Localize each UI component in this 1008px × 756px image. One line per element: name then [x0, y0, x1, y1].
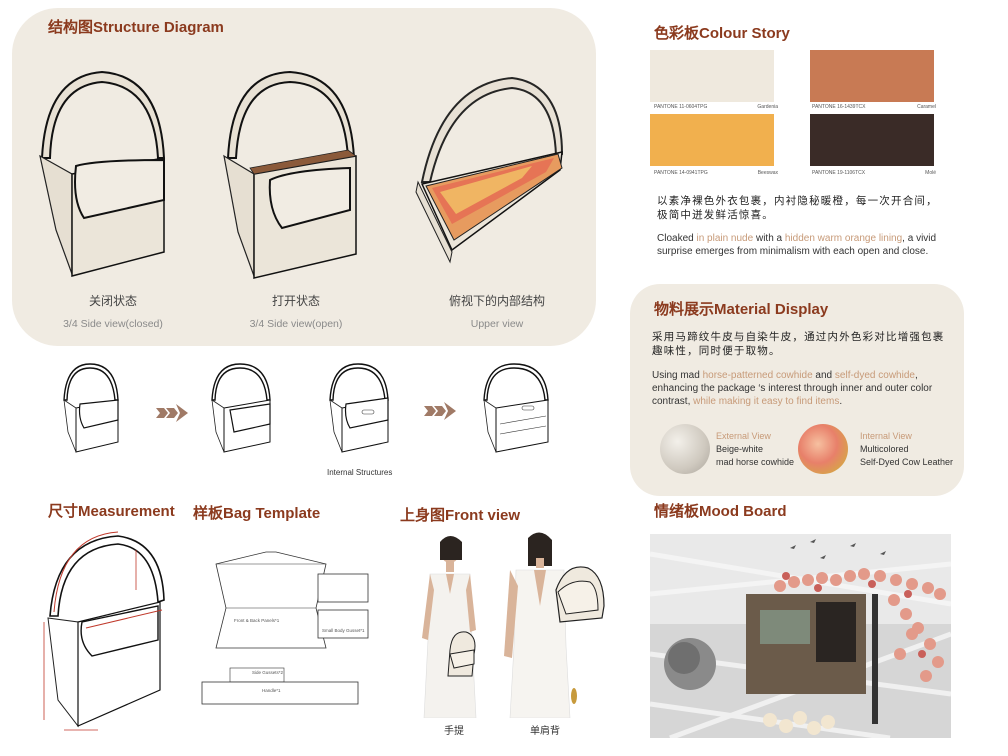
external-leather-swatch [660, 424, 710, 474]
material-cn-text: 采用马蹄纹牛皮与自染牛皮，通过内外色彩对比增强包裹趣味性，同时便于取物。 [652, 331, 945, 357]
mood-board-collage [650, 534, 951, 738]
internal-sketch-2 [211, 363, 271, 453]
internal-view-label: Internal View Multicolored Self-Dyed Cow… [860, 431, 954, 467]
internal-sketch-1 [63, 363, 119, 453]
colour-story-title: 色彩板Colour Story [654, 25, 790, 42]
internal-sketch-4 [483, 363, 549, 453]
bag-upper-view-sketch [415, 76, 564, 264]
material-title: 物料展示Material Display [654, 301, 829, 318]
internal-leather-swatch [798, 424, 848, 474]
template-label-handle: Handle*1 [262, 688, 281, 693]
mood-board-title: 情绪板Mood Board [654, 503, 787, 520]
front-view-title: 上身图Front view [400, 507, 521, 524]
structure-title: 结构图Structure Diagram [48, 19, 224, 36]
view-closed-cn: 关闭状态 [88, 294, 137, 308]
colour-story-cn-text: 以素净裸色外衣包裹，内衬隐秘暖橙，每一次开合间，极简中迸发鲜活惊喜。 [657, 195, 938, 221]
internal-sketch-3 [329, 363, 389, 453]
template-label-side-gussets: Side Gussets*2 [252, 670, 284, 675]
material-en-text: Using mad horse-patterned cowhide and se… [652, 370, 933, 407]
view-closed-en: 3/4 Side view(closed) [63, 318, 163, 330]
front-view-caption-hand: 手提 [444, 726, 464, 737]
bag-template-sketch [201, 551, 369, 705]
front-view-caption-shoulder: 单肩背 [530, 726, 560, 737]
view-upper-en: Upper view [470, 318, 524, 330]
external-view-label: External View Beige-white mad horse cowh… [716, 431, 795, 467]
model-shoulder-bag-photo [504, 532, 605, 718]
view-open-cn: 打开状态 [271, 294, 320, 308]
view-upper-cn: 俯视下的内部结构 [448, 294, 545, 308]
measurement-sketch [43, 531, 165, 731]
bag-open-sketch [223, 70, 357, 279]
swatch-beeswax [650, 114, 774, 166]
view-open-en: 3/4 Side view(open) [249, 318, 343, 330]
bag-closed-sketch [39, 70, 166, 277]
model-hand-carry-photo [422, 536, 477, 718]
swatch-mole [810, 114, 934, 166]
measurement-title: 尺寸Measurement [48, 503, 175, 520]
arrow-icon-1 [156, 404, 188, 422]
swatch-caramel [810, 50, 934, 102]
arrow-icon-2 [424, 402, 456, 420]
template-label-front-back: Front & Back Panels*1 [234, 618, 280, 623]
internal-structures-label: Internal Structures [327, 468, 393, 477]
swatch-gardenia [650, 50, 774, 102]
template-label-small-gusset: Small Body Gusset*1 [322, 628, 365, 633]
bag-template-title: 样板Bag Template [193, 505, 321, 522]
colour-story-en-text: Cloaked in plain nude with a hidden warm… [657, 233, 937, 257]
